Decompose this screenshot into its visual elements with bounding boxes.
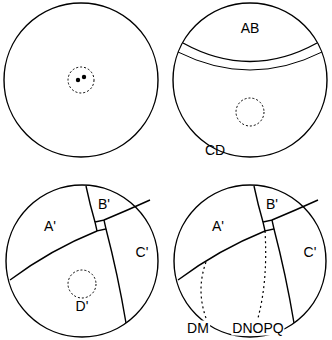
cell-name: C'	[135, 245, 150, 260]
egg-outline	[6, 185, 158, 337]
cell-name: CD	[204, 143, 226, 158]
nucleolus	[82, 75, 86, 79]
egg-outline	[173, 3, 327, 157]
cell-name: B'	[265, 197, 279, 212]
cell-boundary	[106, 229, 126, 323]
cell-boundary	[104, 200, 150, 220]
dotted-boundary	[201, 262, 206, 318]
cell-boundary	[183, 43, 317, 62]
nucleus	[236, 98, 264, 126]
nucleus	[68, 67, 94, 93]
egg-outline	[4, 3, 158, 157]
cell-boundary	[178, 52, 322, 70]
cell-name: DM	[186, 321, 210, 336]
cell-boundary	[10, 231, 97, 280]
dotted-boundary	[258, 231, 266, 318]
nucleolus	[76, 78, 80, 82]
cell-junction	[95, 220, 106, 231]
cell-name: B'	[97, 197, 111, 212]
cell-boundary	[272, 200, 318, 220]
cell-name: DNOPQ	[231, 321, 284, 336]
cell-name: A'	[211, 219, 225, 234]
cell-name: A'	[43, 219, 57, 234]
cell-boundary	[254, 186, 263, 222]
cell-boundary	[86, 186, 95, 222]
nucleus	[68, 270, 96, 298]
cell-name: D'	[75, 299, 90, 314]
egg-outline	[174, 185, 326, 337]
cell-junction	[263, 220, 274, 231]
cell-name: C'	[303, 245, 318, 260]
cell-boundary	[274, 229, 294, 323]
cell-boundary	[178, 231, 265, 280]
cell-name: AB	[240, 21, 261, 36]
